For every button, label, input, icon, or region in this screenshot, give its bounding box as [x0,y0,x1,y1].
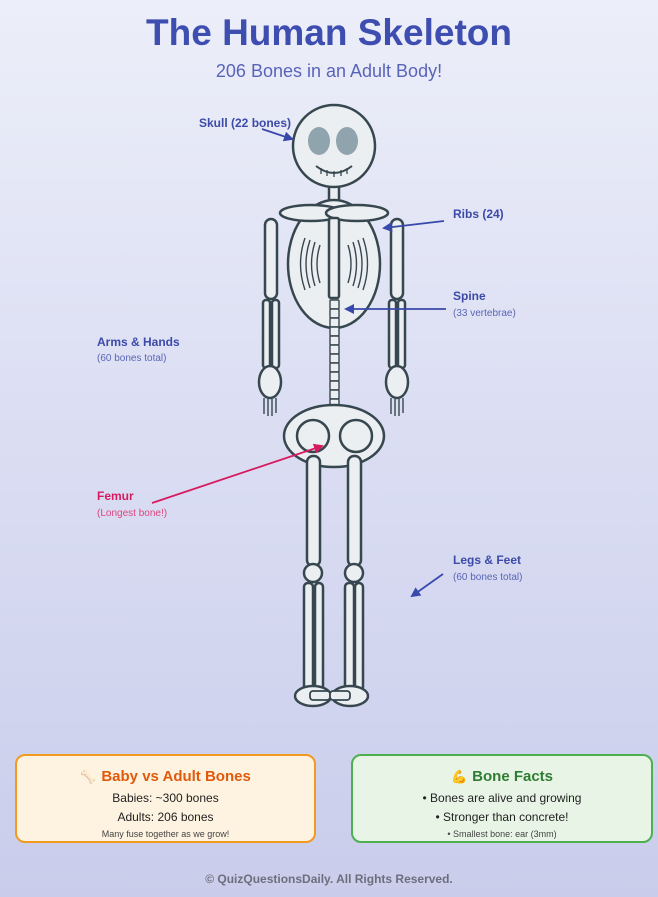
bone-facts-card: 💪 Bone Facts • Bones are alive and growin… [351,754,653,843]
spine-label: Spine [453,289,486,303]
left-hand [257,364,283,400]
right-forearm-ulna [396,298,407,370]
right-tibia [343,581,356,693]
right-fibula [353,581,365,693]
left-forearm-radius [261,298,272,370]
page-subtitle: 206 Bones in an Adult Body! [215,61,443,81]
left-tibia [302,581,315,693]
right-upper-arm [389,217,405,301]
right-hip-socket [338,418,374,454]
rib-arcs [299,237,369,291]
skull [291,103,377,189]
right-femur [346,454,363,568]
right-toes [329,690,351,701]
baby-vs-adult-title: 🦴 Baby vs Adult Bones [17,768,314,785]
footer-copyright: © QuizQuestionsDaily. All Rights Reserve… [205,872,453,886]
left-forearm-ulna [270,298,281,370]
vertebrae [329,299,340,407]
skull-label: Skull (22 bones) [199,116,292,130]
femur-sublabel: (Longest bone!) [97,508,168,519]
left-toes [309,690,331,701]
bone-facts-title-text: Bone Facts [472,768,554,785]
fact-alive: • Bones are alive and growing [422,791,582,805]
left-femur [305,454,322,568]
ribs-arrow [382,220,445,233]
ribs-label: Ribs (24) [453,207,504,221]
left-hip-socket [295,418,331,454]
left-upper-arm [263,217,279,301]
baby-vs-adult-card: 🦴Baby vs Adult Bones Babies: ~300 bones … [15,754,316,843]
legs-sublabel: (60 bones total) [453,572,523,583]
bone-icon: 🦴 [80,769,97,784]
left-knee [302,562,324,584]
bone-facts-title: 💪 Bone Facts [353,768,651,785]
legs-arrow [410,573,444,598]
left-fibula [313,581,325,693]
sternum [327,216,341,300]
flexed-bicep-icon: 💪 [450,769,468,784]
skull-arrow [261,128,294,142]
left-eye-socket [308,127,330,155]
finger-bones [263,398,404,416]
femur-arrow [151,443,324,504]
fact-strength: • Stronger than concrete! [435,810,569,824]
legs-label: Legs & Feet [453,553,522,567]
baby-vs-adult-title-text: Baby vs Adult Bones [101,768,251,785]
babies-bone-count: Babies: ~300 bones [112,791,219,805]
skull-teeth [320,168,348,177]
right-collarbone [324,203,390,223]
femur-label: Femur [97,489,134,503]
right-hand [384,364,410,400]
fact-smallest-bone: • Smallest bone: ear (3mm) [447,829,557,839]
right-forearm-radius [387,298,398,370]
fusion-note: Many fuse together as we grow! [101,829,230,839]
right-eye-socket [336,127,358,155]
spine-sublabel: (33 vertebrae) [453,308,516,319]
page-title: The Human Skeleton [146,12,512,53]
adults-bone-count: Adults: 206 bones [117,810,214,824]
arms-sublabel: (60 bones total) [97,353,167,364]
right-knee [343,562,365,584]
arms-label: Arms & Hands [97,335,180,349]
